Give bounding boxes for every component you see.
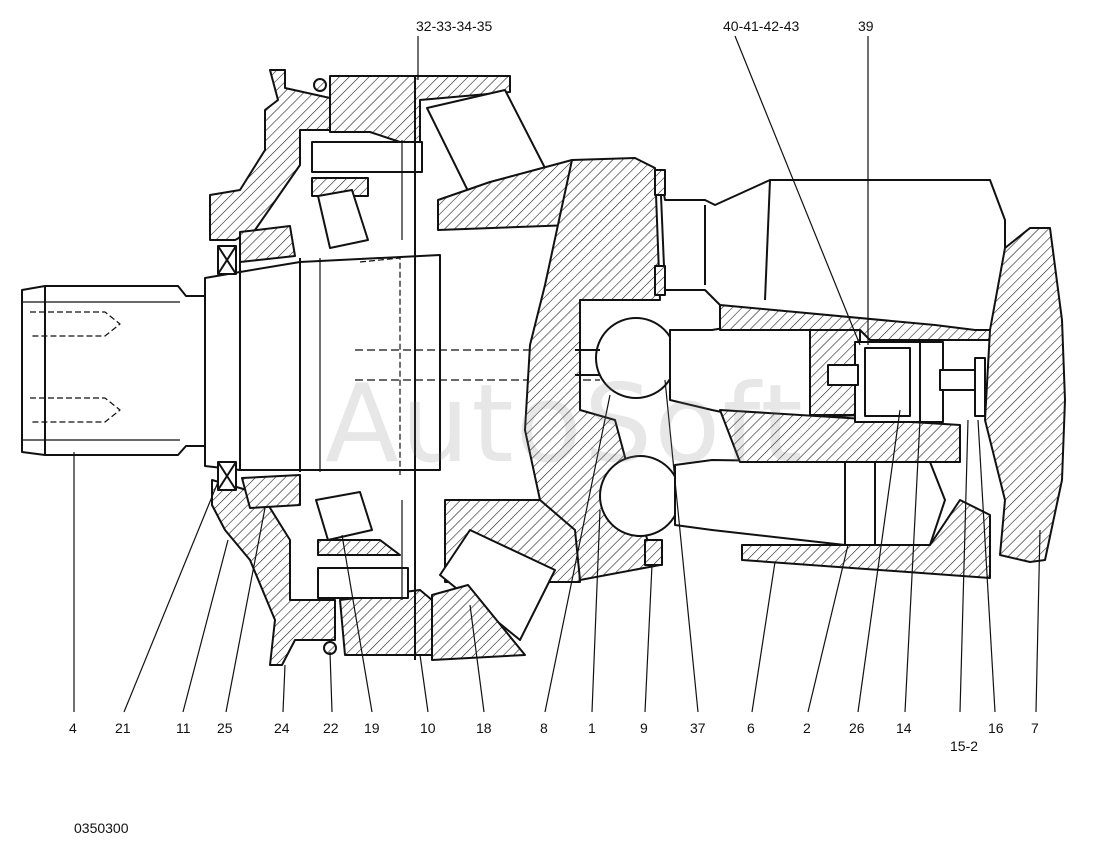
callout-top-40-43: 40-41-42-43	[723, 18, 800, 34]
callout-21: 21	[115, 720, 131, 736]
callout-15-2: 15-2	[950, 738, 979, 754]
lower-taper-bearing	[315, 491, 581, 661]
callout-6: 6	[747, 720, 755, 736]
callout-top-39: 39	[858, 18, 874, 34]
drawing-number: 0350300	[74, 820, 129, 836]
servo-housing	[654, 169, 1006, 331]
shaft-end	[21, 285, 206, 456]
main-shaft	[204, 254, 600, 475]
leader-lines	[73, 35, 1041, 713]
end-cover	[984, 227, 1066, 563]
callout-11: 11	[176, 720, 191, 736]
upper-taper-bearing	[311, 89, 573, 249]
center-rib	[401, 76, 416, 660]
front-flange-lower	[211, 479, 336, 666]
callout-14: 14	[896, 720, 912, 736]
callout-1: 1	[588, 720, 596, 736]
callout-8: 8	[540, 720, 548, 736]
callout-24: 24	[274, 720, 290, 736]
callout-4: 4	[69, 720, 77, 736]
callout-25: 25	[217, 720, 233, 736]
callout-16: 16	[988, 720, 1004, 736]
callout-top-32-35: 32-33-34-35	[416, 18, 493, 34]
seal-area	[217, 225, 301, 509]
callout-2: 2	[803, 720, 811, 736]
callout-7: 7	[1031, 720, 1039, 736]
callout-22: 22	[323, 720, 339, 736]
callout-26: 26	[849, 720, 865, 736]
callout-9: 9	[640, 720, 648, 736]
callout-19: 19	[364, 720, 380, 736]
callout-37: 37	[690, 720, 706, 736]
seal-plate	[644, 539, 663, 566]
piston-assembly-lower	[599, 455, 946, 548]
callout-18: 18	[476, 720, 492, 736]
lower-housing	[339, 589, 433, 656]
callout-10: 10	[420, 720, 436, 736]
control-valve	[827, 341, 986, 423]
